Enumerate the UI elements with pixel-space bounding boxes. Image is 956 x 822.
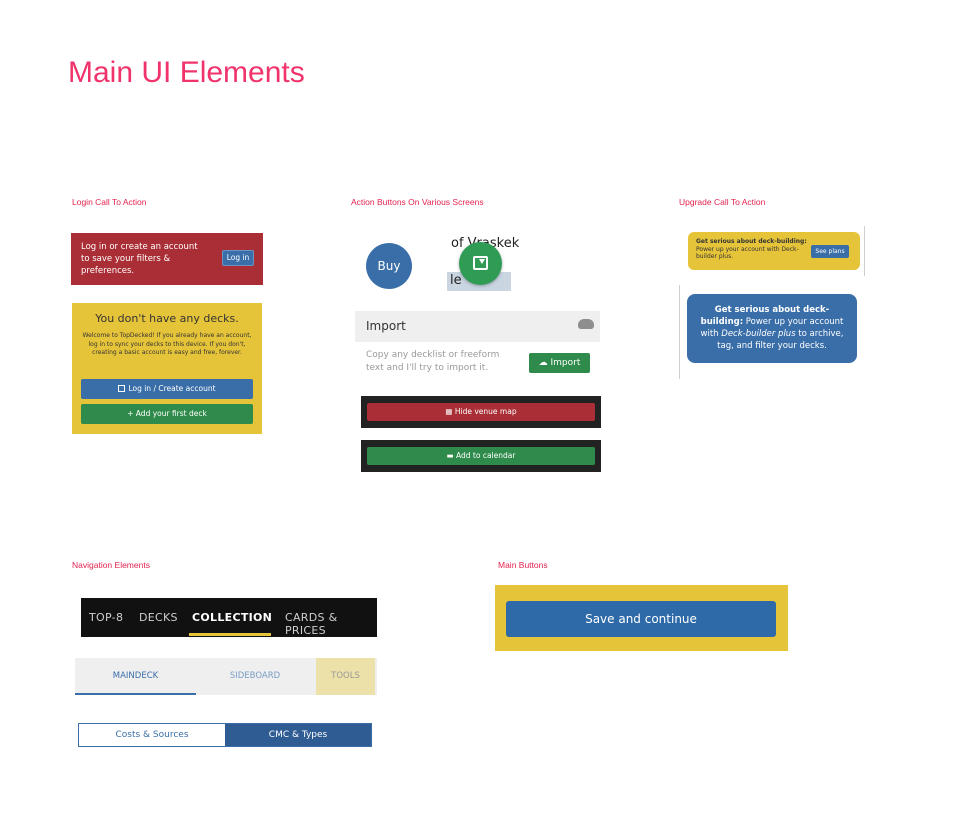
- section-label-upgrade: Upgrade Call To Action: [679, 197, 766, 207]
- page-title: Main UI Elements: [68, 56, 305, 89]
- upgrade-small-bold: Get serious about deck-building:: [696, 238, 807, 245]
- add-to-calendar-bar: ▬ Add to calendar: [361, 440, 601, 472]
- import-header: Import: [355, 311, 600, 342]
- segment-costs-sources[interactable]: Costs & Sources: [79, 724, 225, 746]
- segmented-control: Costs & Sources CMC & Types: [78, 723, 372, 747]
- login-create-account-button[interactable]: Log in / Create account: [81, 379, 253, 399]
- tab-sideboard[interactable]: SIDEBOARD: [229, 671, 281, 681]
- top-navigation: TOP-8 DECKS COLLECTION CARDS & PRICES: [81, 598, 377, 637]
- no-decks-body: Welcome to TopDecked! If you already hav…: [82, 332, 252, 356]
- hide-venue-map-label: Hide venue map: [454, 407, 517, 416]
- add-first-deck-button[interactable]: + Add your first deck: [81, 404, 253, 424]
- see-plans-button[interactable]: See plans: [811, 245, 849, 258]
- upgrade-cta-small: Get serious about deck-building: Power u…: [688, 232, 860, 270]
- upgrade-cta-large-text: Get serious about deck-building: Power u…: [695, 304, 849, 352]
- upgrade-small-text: Power up your account with Deck-builder …: [696, 245, 799, 261]
- tab-maindeck[interactable]: MAINDECK: [75, 658, 196, 695]
- login-cta-banner: Log in or create an account to save your…: [71, 233, 263, 285]
- main-button-container: Save and continue: [495, 585, 788, 651]
- tab-tools[interactable]: TOOLS: [316, 658, 375, 695]
- section-label-navigation: Navigation Elements: [72, 560, 150, 570]
- import-description: Copy any decklist or freeform text and I…: [366, 350, 500, 373]
- section-label-action-buttons: Action Buttons On Various Screens: [351, 197, 484, 207]
- nav-item-collection[interactable]: COLLECTION: [192, 611, 273, 624]
- cloud-upload-icon: [578, 319, 594, 329]
- import-button[interactable]: ☁ Import: [529, 353, 590, 373]
- card-name-fragment-bottom: le: [450, 273, 462, 288]
- divider-line: [864, 226, 865, 276]
- import-button-label: Import: [550, 358, 581, 368]
- upgrade-large-text-1: Power up your account with: [700, 317, 844, 339]
- active-nav-indicator: [189, 633, 271, 636]
- section-label-main-buttons: Main Buttons: [498, 560, 548, 570]
- map-icon: ▦: [445, 407, 453, 416]
- upgrade-cta-large[interactable]: Get serious about deck-building: Power u…: [687, 294, 857, 363]
- buy-button[interactable]: Buy: [366, 243, 412, 289]
- divider-line: [679, 285, 680, 379]
- login-create-account-label: Log in / Create account: [128, 384, 216, 393]
- sub-navigation-tabs: MAINDECK SIDEBOARD TOOLS: [75, 658, 377, 695]
- download-icon: [473, 256, 488, 270]
- login-button[interactable]: Log in: [222, 250, 254, 266]
- upgrade-cta-small-text: Get serious about deck-building: Power u…: [696, 238, 808, 261]
- section-label-login: Login Call To Action: [72, 197, 147, 207]
- nav-item-top-8[interactable]: TOP-8: [89, 611, 124, 624]
- nav-item-cards-prices[interactable]: CARDS & PRICES: [285, 611, 338, 637]
- cloud-icon: ☁: [538, 358, 548, 368]
- hide-venue-map-button[interactable]: ▦ Hide venue map: [367, 403, 595, 421]
- no-decks-title: You don't have any decks.: [95, 312, 239, 325]
- save-and-continue-button[interactable]: Save and continue: [506, 601, 776, 637]
- download-fab[interactable]: [459, 242, 502, 285]
- login-cta-text: Log in or create an account to save your…: [81, 242, 198, 276]
- import-title: Import: [366, 319, 406, 333]
- no-decks-panel: You don't have any decks. Welcome to Top…: [72, 303, 262, 434]
- segment-cmc-types[interactable]: CMC & Types: [225, 724, 371, 746]
- add-to-calendar-button[interactable]: ▬ Add to calendar: [367, 447, 595, 465]
- calendar-icon: ▬: [446, 451, 454, 460]
- upgrade-large-bold: Get serious about deck-building:: [700, 305, 830, 327]
- nav-item-decks[interactable]: DECKS: [139, 611, 178, 624]
- upgrade-large-text-2: to archive, tag, and filter your decks.: [717, 329, 844, 351]
- hide-venue-map-bar: ▦ Hide venue map: [361, 396, 601, 428]
- login-icon: [118, 385, 126, 392]
- upgrade-large-italic: Deck-builder plus: [721, 329, 796, 339]
- add-to-calendar-label: Add to calendar: [456, 451, 516, 460]
